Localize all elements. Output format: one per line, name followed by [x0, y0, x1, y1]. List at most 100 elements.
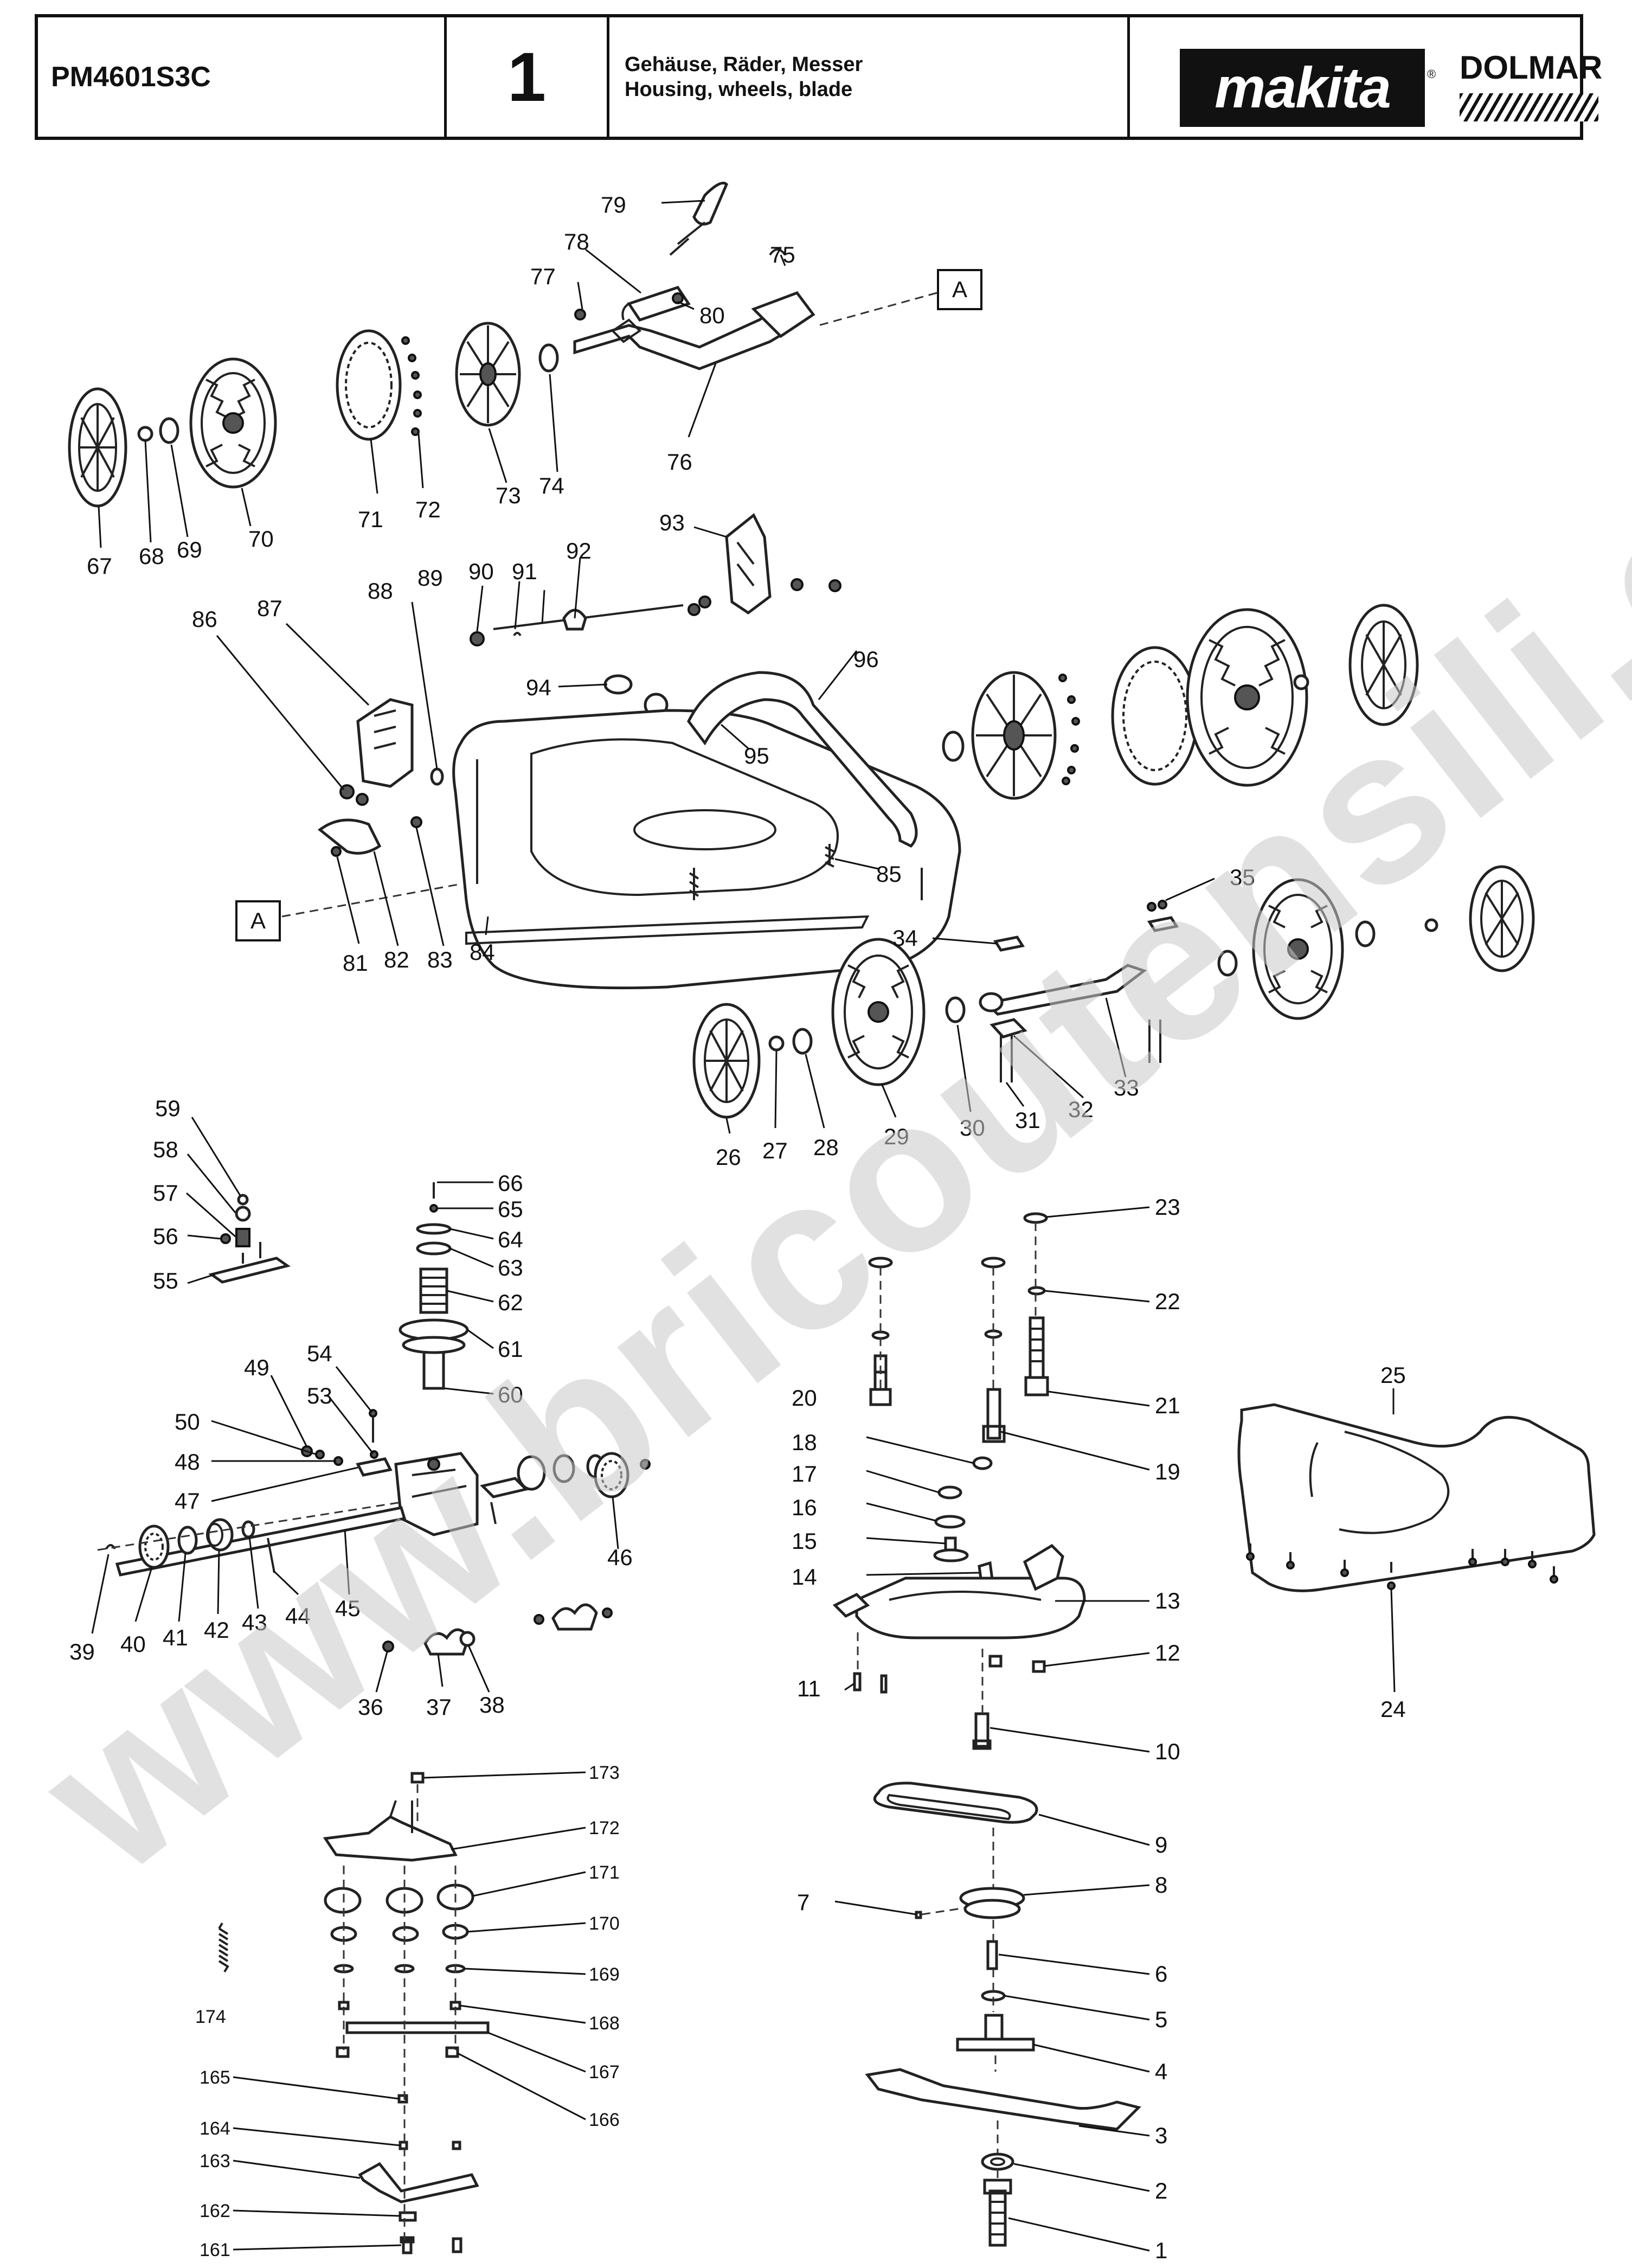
- label-55: 55: [153, 1268, 178, 1293]
- label-96: 96: [853, 646, 879, 672]
- reference-box-a-top: A: [818, 269, 982, 326]
- washer-68: [137, 426, 153, 442]
- spring-174: [218, 1922, 229, 1973]
- label-72: 72: [415, 497, 441, 522]
- lever-rod-78: [669, 221, 706, 256]
- label-39: 39: [69, 1639, 95, 1664]
- label-68: 68: [139, 543, 164, 569]
- label-4: 4: [1155, 2059, 1167, 2084]
- label-94: 94: [526, 675, 551, 700]
- blade-adapter-assembly: [832, 1212, 1086, 1750]
- plate-167: [345, 2021, 490, 2034]
- key-6: [986, 1940, 998, 1970]
- bearing-28: [792, 1028, 813, 1055]
- blade-3: [865, 2068, 1141, 2131]
- nut-80: [672, 292, 684, 304]
- label-6: 6: [1155, 1961, 1167, 1987]
- label-20: 20: [792, 1385, 817, 1411]
- label-92: 92: [566, 538, 592, 563]
- front-right-wheel: [1252, 878, 1344, 1020]
- label-62: 62: [498, 1290, 523, 1315]
- shaft-45: [115, 1506, 407, 1577]
- pulleys-171: [324, 1883, 474, 1914]
- front-axle-33: [984, 964, 1147, 1016]
- bracket-172: [323, 1815, 458, 1862]
- label-27: 27: [762, 1138, 788, 1163]
- nut-17: [937, 1485, 962, 1500]
- label-66: 66: [498, 1170, 523, 1196]
- ring-65: [429, 1204, 438, 1213]
- bolt-21: [1024, 1316, 1049, 1396]
- clip-75: [769, 248, 786, 256]
- label-46: 46: [607, 1545, 633, 1570]
- label-8: 8: [1155, 1872, 1167, 1898]
- label-12: 12: [1155, 1640, 1180, 1665]
- screws-72: [401, 336, 422, 436]
- brand-logos: makita ® DOLMAR: [1130, 17, 1602, 137]
- tensioner-assembly: [218, 1772, 490, 2254]
- label-33: 33: [1114, 1075, 1139, 1100]
- deflector-25: [1237, 1403, 1596, 1592]
- label-43: 43: [242, 1610, 267, 1635]
- label-79: 79: [601, 192, 626, 217]
- washers-169: [333, 1964, 466, 1974]
- nut-58: [235, 1206, 251, 1222]
- page-number: 1: [447, 17, 609, 137]
- label-29: 29: [884, 1124, 909, 1149]
- label-73: 73: [496, 483, 521, 508]
- washer-88: [430, 767, 444, 786]
- header-bar: PM4601S3C 1 Gehäuse, Räder, Messer Housi…: [35, 14, 1602, 140]
- label-161: 161: [200, 2240, 230, 2260]
- label-1: 1: [1155, 2238, 1167, 2263]
- label-54: 54: [307, 1341, 332, 1366]
- label-50: 50: [175, 1409, 200, 1434]
- label-49: 49: [244, 1355, 269, 1380]
- washer-27: [768, 1035, 785, 1052]
- label-36: 36: [358, 1694, 383, 1720]
- label-88: 88: [368, 578, 393, 604]
- label-87: 87: [257, 595, 282, 621]
- wheel-rim-right: [971, 671, 1057, 800]
- hubcap-67: [68, 387, 127, 508]
- dolmar-stripes: [1460, 93, 1598, 121]
- label-35: 35: [1230, 864, 1255, 890]
- label-90: 90: [468, 559, 494, 584]
- spring-85: [825, 844, 834, 868]
- bearing-41: [177, 1526, 198, 1555]
- front-wheel-assembly: [692, 865, 1535, 1119]
- spring-57: [235, 1228, 250, 1247]
- label-75: 75: [770, 242, 795, 267]
- clip-64: [416, 1223, 452, 1235]
- bearing-74: [538, 343, 559, 373]
- bracket-75-area: [751, 291, 815, 338]
- front-right-hubcap: [1469, 865, 1535, 972]
- label-91: 91: [512, 559, 537, 584]
- label-89: 89: [417, 565, 443, 591]
- label-69: 69: [177, 537, 202, 562]
- label-76: 76: [667, 449, 692, 475]
- label-18: 18: [792, 1430, 817, 1455]
- washer-2: [981, 2152, 1014, 2171]
- label-9: 9: [1155, 1832, 1167, 1857]
- nuts-166: [336, 2046, 459, 2058]
- label-163: 163: [200, 2151, 230, 2171]
- label-84: 84: [470, 939, 495, 965]
- wheel-rim-73: [455, 322, 521, 427]
- label-95: 95: [744, 743, 769, 768]
- label-59: 59: [155, 1095, 181, 1121]
- label-167: 167: [589, 2062, 620, 2083]
- label-169: 169: [589, 1964, 620, 1985]
- reference-box-a-left: A: [235, 883, 461, 941]
- spring-62: [419, 1267, 448, 1314]
- pinion-46: [594, 1452, 629, 1498]
- hubcap-26: [692, 1003, 761, 1119]
- rod-91: [493, 604, 684, 630]
- nut-83: [410, 816, 422, 828]
- label-37: 37: [426, 1694, 452, 1720]
- block-35: [1147, 916, 1179, 932]
- label-80: 80: [699, 303, 725, 328]
- label-30: 30: [960, 1115, 985, 1141]
- lever-47: [356, 1457, 393, 1477]
- label-64: 64: [498, 1227, 523, 1252]
- stud-173: [410, 1772, 425, 1784]
